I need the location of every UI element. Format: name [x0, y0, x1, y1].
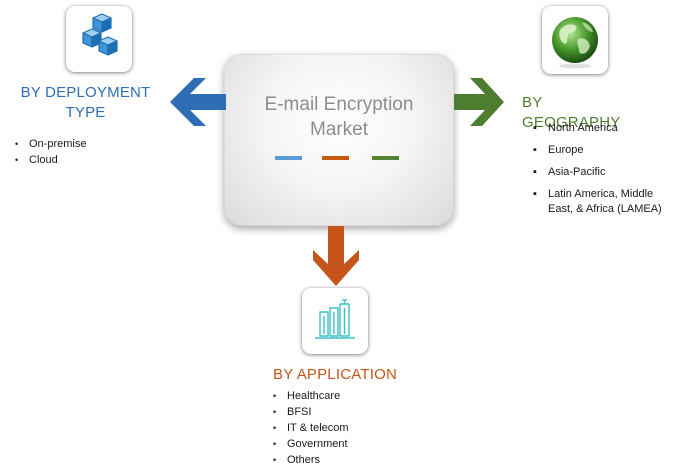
deployment-heading-line2: TYPE — [65, 104, 106, 121]
center-title-line2: Market — [309, 119, 369, 140]
application-icon-tile — [302, 288, 368, 354]
list-item: North America — [532, 121, 662, 136]
dash-blue — [275, 156, 302, 160]
left-arrow — [170, 78, 226, 126]
center-title-line1: E-mail Encryption — [264, 94, 414, 115]
center-market-box: E-mail Encryption Market — [224, 54, 454, 226]
geography-list: North America Europe Asia-Pacific Latin … — [532, 121, 662, 217]
list-item: Europe — [532, 143, 662, 158]
dash-green — [372, 156, 399, 160]
list-item: On-premise — [13, 136, 86, 152]
dash-orange — [322, 156, 349, 160]
list-item: Others — [271, 452, 349, 468]
list-item: IT & telecom — [271, 420, 349, 436]
deployment-list: On-premise Cloud — [13, 136, 86, 168]
list-item: Government — [271, 436, 349, 452]
list-item: Asia-Pacific — [532, 165, 662, 180]
deployment-heading: BY DEPLOYMENT TYPE — [18, 83, 153, 123]
list-item: BFSI — [271, 404, 349, 420]
right-arrow — [454, 78, 504, 126]
globe-icon — [552, 17, 598, 69]
deployment-icon-tile — [66, 6, 132, 72]
center-title: E-mail Encryption Market — [224, 92, 454, 142]
geography-icon-tile — [542, 6, 608, 74]
list-item-continuation: East, & Africa (LAMEA) — [548, 203, 662, 215]
application-list: Healthcare BFSI IT & telecom Government … — [271, 388, 349, 468]
list-item: Cloud — [13, 152, 86, 168]
list-item: Healthcare — [271, 388, 349, 404]
list-item: Latin America, Middle — [532, 187, 662, 202]
application-heading: BY APPLICATION — [273, 366, 397, 383]
cubes-icon — [82, 13, 118, 56]
down-arrow — [313, 226, 359, 286]
deployment-heading-line1: BY DEPLOYMENT — [20, 84, 151, 101]
buildings-icon — [315, 299, 355, 339]
